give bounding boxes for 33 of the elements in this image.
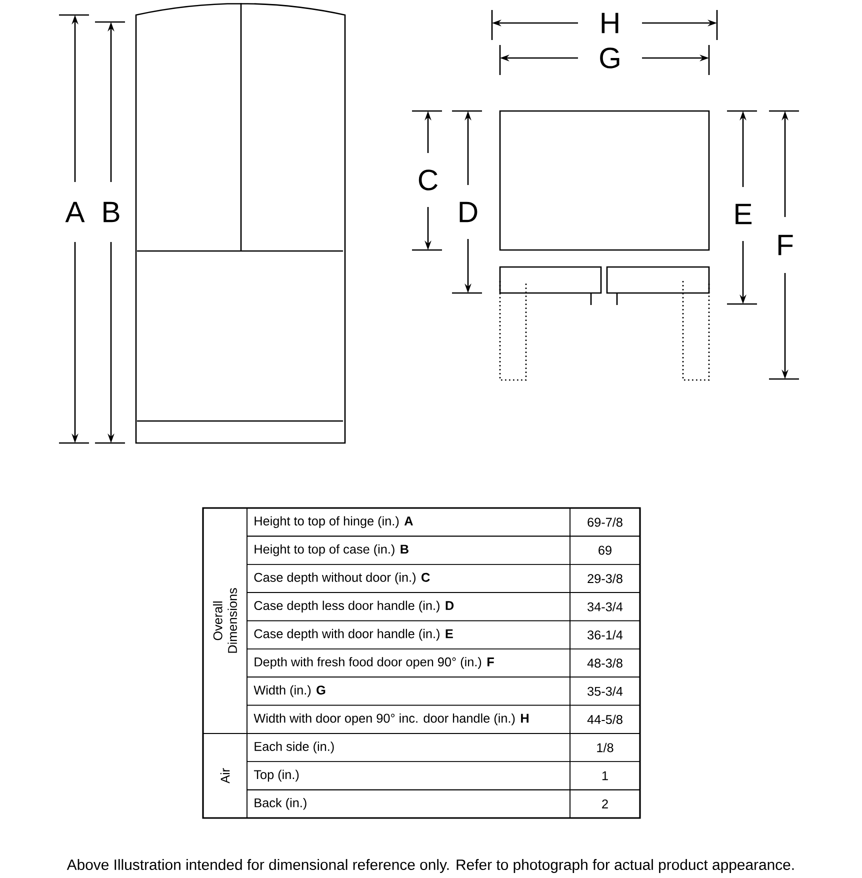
table-cell: Back (in.) [246, 789, 570, 818]
caption: Above Illustration intended for dimensional reference only. Refer to photograph for actual product appearance. [66, 859, 794, 873]
table-cell: Case depth without door (in.) C [246, 564, 570, 593]
table-cell: Width with door open 90° inc. door handle (in.) H [246, 704, 570, 734]
table-cell: 69 [570, 536, 640, 565]
dimension-label: C [418, 170, 438, 190]
dimension-label: E [736, 204, 752, 224]
table-cell: Width (in.) G [246, 676, 570, 706]
dimension-label: A [65, 202, 85, 222]
table-cell: 69-7/8 [570, 508, 640, 537]
group-header-cell: Air [202, 733, 248, 818]
dimension-label: B [104, 202, 120, 222]
table-cell: 2 [570, 789, 640, 818]
dimension-label: D [460, 202, 478, 222]
table-cell: Depth with fresh food door open 90° (in.) F [246, 648, 570, 678]
table-cell: 29-3/8 [570, 564, 640, 593]
table-cell: 1/8 [570, 733, 640, 762]
table-cell: Case depth less door handle (in.) D [246, 592, 570, 622]
table-cell: Each side (in.) [246, 733, 570, 762]
table-cell: 36-1/4 [570, 620, 640, 650]
label: Height to top of hinge (in.) A [254, 516, 413, 528]
table-cell: Height to top of case (in.) B [246, 536, 570, 565]
table-cell: 1 [570, 761, 640, 790]
dimension-label: G [600, 48, 620, 68]
table-cell: Case depth with door handle (in.) E [246, 620, 570, 650]
dimension-label: F [778, 234, 793, 256]
dimension-label: H [602, 12, 618, 34]
table-cell: 48-3/8 [570, 648, 640, 678]
table-cell: 44-5/8 [570, 704, 640, 734]
table-cell: 34-3/4 [570, 592, 640, 622]
table-cell: 35-3/4 [570, 676, 640, 706]
table-cell: Top (in.) [246, 761, 570, 790]
label: Overall Dimensions [213, 588, 237, 653]
